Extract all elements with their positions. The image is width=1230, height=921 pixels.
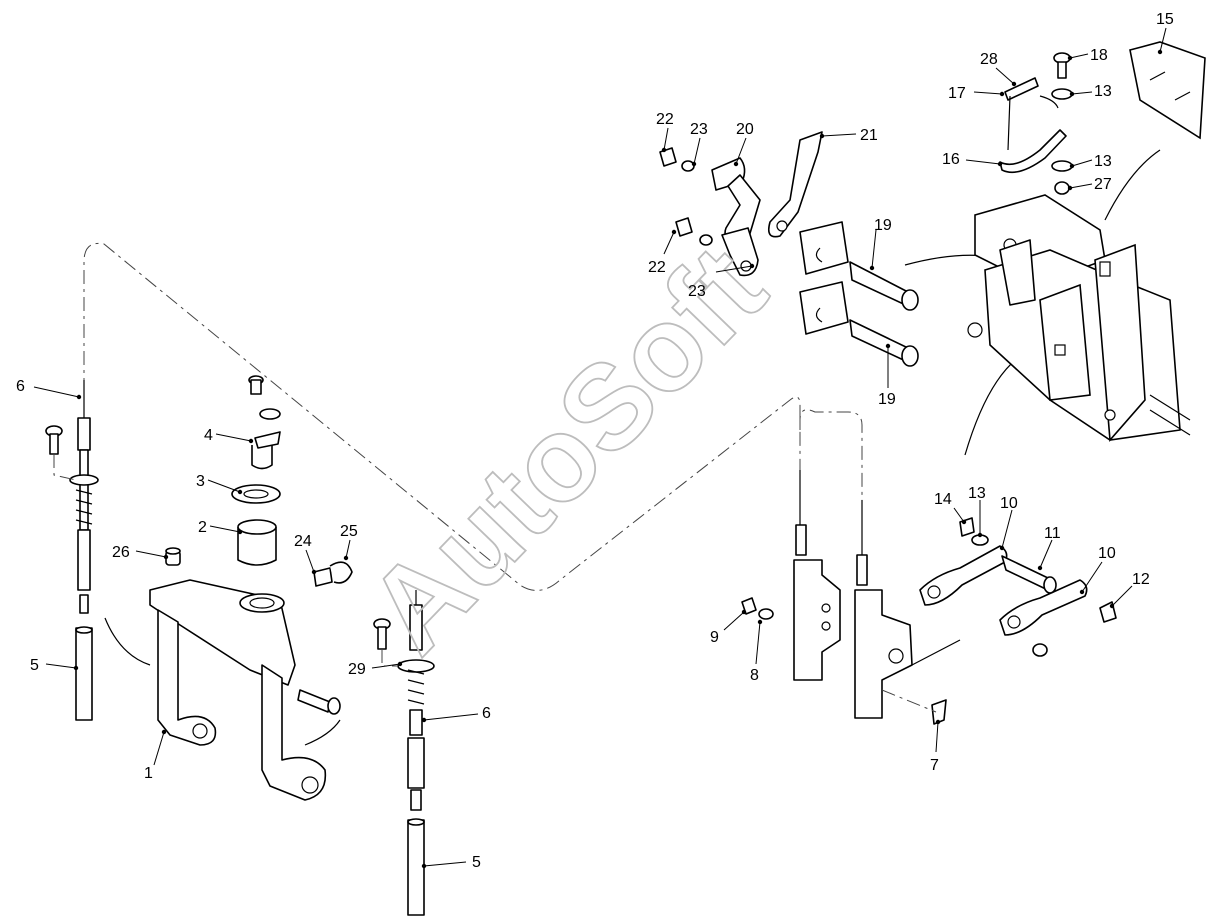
callout-29: 29 [348,661,366,678]
callout-25: 25 [340,523,358,540]
detent-spring-lever [999,52,1073,195]
bushing-stack [231,375,281,566]
callout-19: 19 [878,391,896,408]
callout-10: 10 [1098,545,1116,562]
callout-11: 11 [1044,525,1061,542]
callout-2: 2 [198,519,207,536]
shift-rail-slides [741,470,947,725]
callout-6: 6 [482,705,491,722]
callout-27: 27 [1094,176,1112,193]
transmission-frame [904,149,1191,456]
callout-23: 23 [688,283,706,300]
callout-13: 13 [1094,83,1112,100]
shift-lever-linkage [659,131,823,277]
small-fittings [165,547,353,587]
callout-4: 4 [204,427,213,444]
watermark: AutoSoft [342,221,790,678]
callout-19: 19 [874,217,892,234]
callout-14: 14 [934,491,952,508]
callout-7: 7 [930,757,939,774]
callout-17: 17 [948,85,966,102]
cable-routing-line [83,242,863,591]
left-cable-assembly [45,380,99,721]
pivot-blocks [799,221,919,367]
callout-20: 20 [736,121,754,138]
callout-3: 3 [196,473,205,490]
callout-22: 22 [648,259,666,276]
callout-labels: 6 4 3 2 26 24 25 5 1 29 6 5 22 23 20 21 … [16,11,1174,871]
callout-23: 23 [690,121,708,138]
cover-plate [1129,41,1206,140]
callout-13: 13 [1094,153,1112,170]
callout-5: 5 [472,854,481,871]
leader-lines [33,27,1167,869]
callout-24: 24 [294,533,312,550]
callout-18: 18 [1090,47,1108,64]
callout-26: 26 [112,544,130,561]
callout-10: 10 [1000,495,1018,512]
callout-9: 9 [710,629,719,646]
middle-cable-assembly [373,590,435,916]
callout-16: 16 [942,151,960,168]
callout-12: 12 [1132,571,1150,588]
callout-5: 5 [30,657,39,674]
callout-22: 22 [656,111,674,128]
callout-1: 1 [144,765,153,782]
callout-15: 15 [1156,11,1174,28]
callout-21: 21 [860,127,878,144]
callout-6: 6 [16,378,25,395]
shift-links [911,517,1117,666]
callout-13: 13 [968,485,986,502]
yoke-bracket [104,579,341,801]
callout-8: 8 [750,667,759,684]
callout-28: 28 [980,51,998,68]
